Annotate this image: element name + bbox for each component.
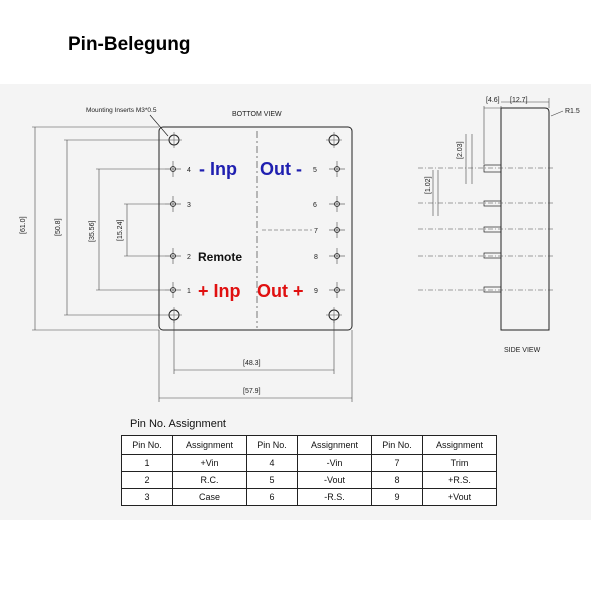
mounting-insert-top-left (166, 132, 182, 148)
side-dim-b (501, 98, 550, 108)
side-view-centerlines (418, 167, 555, 291)
cell-pin-no: 8 (371, 471, 423, 489)
cell-pin-no: 6 (246, 488, 298, 506)
label-remote: Remote (198, 250, 242, 264)
pin-6-marker (329, 196, 345, 212)
header-assignment: Assignment (297, 435, 372, 455)
side-dim-c-label: [2.03] (457, 141, 464, 159)
side-view-body (500, 107, 550, 331)
pin-8-label: 8 (314, 254, 318, 261)
technical-drawing: BOTTOM VIEW Mounting Inserts M3*0.5 (0, 84, 591, 520)
pin-6-label: 6 (313, 202, 317, 209)
cell-assignment: +Vout (422, 488, 497, 506)
label-inp-plus: + Inp (198, 281, 241, 301)
pin-5-marker (329, 161, 345, 177)
pin-5-label: 5 (313, 167, 317, 174)
cell-assignment: +Vin (172, 454, 247, 472)
cell-pin-no: 2 (121, 471, 173, 489)
header-assignment: Assignment (172, 435, 247, 455)
mounting-inserts-label: Mounting Inserts M3*0.5 (86, 107, 157, 114)
cell-pin-no: 3 (121, 488, 173, 506)
header-pin-no: Pin No. (246, 435, 298, 455)
side-dim-d-label: [1.02] (425, 176, 432, 194)
header-assignment: Assignment (422, 435, 497, 455)
drawing-svg: BOTTOM VIEW Mounting Inserts M3*0.5 (20, 97, 580, 402)
pin-2-marker (165, 248, 181, 264)
pin-4-marker (165, 161, 181, 177)
pin-2-label: 2 (187, 254, 191, 261)
cell-pin-no: 1 (121, 454, 173, 472)
pin-1-label: 1 (187, 288, 191, 295)
page-title: Pin-Belegung (68, 34, 191, 55)
dim-pin-span-1-label: [35.56] (89, 221, 96, 242)
dim-width-total (158, 330, 353, 402)
pin-8-marker (329, 248, 345, 264)
side-dim-a (483, 106, 502, 164)
dim-height-mount (64, 139, 166, 316)
label-out-plus: Out + (257, 281, 304, 301)
bottom-view-label: BOTTOM VIEW (232, 111, 282, 118)
cell-assignment: -Vin (297, 454, 372, 472)
cell-assignment: Trim (422, 454, 497, 472)
case-outline (158, 126, 353, 331)
side-dim-d (432, 170, 439, 216)
mounting-leader (149, 114, 169, 137)
dim-width-mount-label: [48.3] (243, 360, 261, 367)
dim-height-total-label: [61.0] (20, 216, 27, 234)
dim-pin-span-2-label: [15.24] (117, 220, 124, 241)
pin-assignment-table: Pin No. Assignment Pin No. Assignment Pi… (121, 435, 497, 506)
pin-table-caption: Pin No. Assignment (130, 418, 226, 430)
label-out-minus: Out - (260, 159, 302, 179)
dim-pin-span-2 (124, 203, 165, 257)
pin-3-marker (165, 196, 181, 212)
side-radius-label: R1.5 (565, 108, 580, 115)
cell-assignment: Case (172, 488, 247, 506)
dim-height-total (32, 126, 159, 331)
pin-9-marker (329, 282, 345, 298)
mounting-insert-top-right (326, 132, 342, 148)
cell-pin-no: 4 (246, 454, 298, 472)
side-dim-c (465, 134, 473, 184)
side-view-pins (483, 164, 502, 293)
table-row: 2 R.C. 5 -Vout 8 +R.S. (121, 471, 497, 489)
pin-3-label: 3 (187, 202, 191, 209)
dim-width-mount (173, 320, 335, 374)
radius-leader (550, 110, 564, 117)
header-pin-no: Pin No. (371, 435, 423, 455)
side-dim-b-label: [12.7] (510, 97, 528, 104)
cell-assignment: -Vout (297, 471, 372, 489)
header-pin-no: Pin No. (121, 435, 173, 455)
side-view-label: SIDE VIEW (504, 347, 541, 354)
cell-pin-no: 5 (246, 471, 298, 489)
label-inp-minus: - Inp (199, 159, 237, 179)
pin-4-label: 4 (187, 167, 191, 174)
table-row: 3 Case 6 -R.S. 9 +Vout (121, 488, 497, 506)
pin-1-marker (165, 282, 181, 298)
dim-pin-span-1 (96, 168, 165, 291)
cell-assignment: -R.S. (297, 488, 372, 506)
dim-height-mount-label: [50.8] (55, 218, 62, 236)
pin-7-marker (329, 222, 345, 238)
pin-7-label: 7 (314, 228, 318, 235)
cell-assignment: +R.S. (422, 471, 497, 489)
cell-pin-no: 7 (371, 454, 423, 472)
dim-width-total-label: [57.9] (243, 388, 261, 395)
cell-pin-no: 9 (371, 488, 423, 506)
side-dim-a-label: [4.6] (486, 97, 500, 104)
pin-9-label: 9 (314, 288, 318, 295)
cell-assignment: R.C. (172, 471, 247, 489)
table-header-row: Pin No. Assignment Pin No. Assignment Pi… (121, 435, 497, 455)
table-row: 1 +Vin 4 -Vin 7 Trim (121, 454, 497, 472)
